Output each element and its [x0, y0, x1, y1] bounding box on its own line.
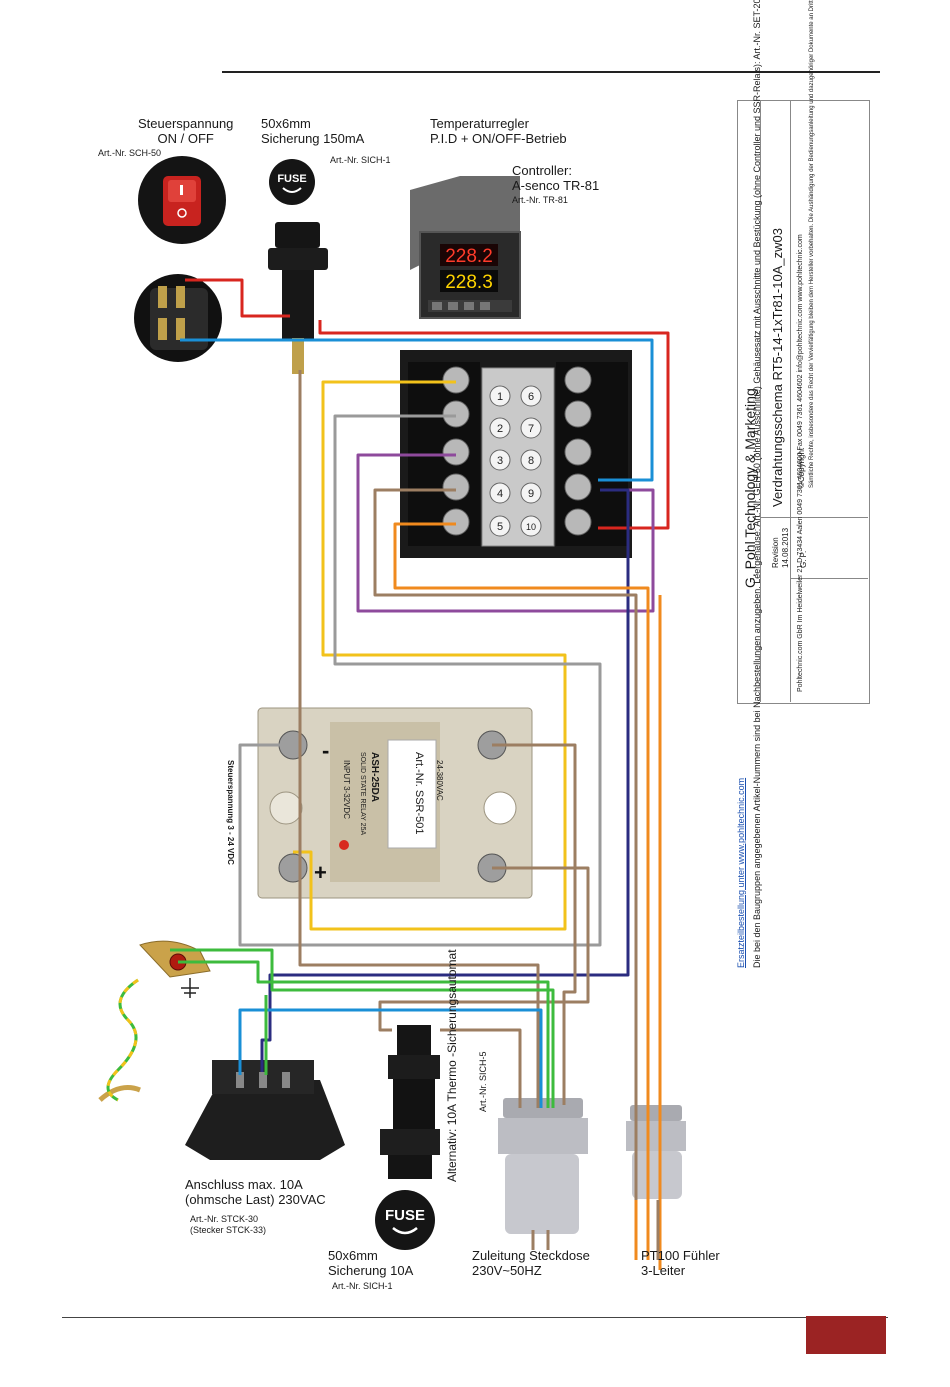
- terminal-screws-right: [564, 366, 592, 536]
- title-copyright-text: Sämtliche Rechte, insbesondere das Recht…: [808, 0, 816, 488]
- svg-text:8: 8: [528, 455, 534, 467]
- title-block-divider-1: [760, 100, 761, 702]
- wire-blue-switch: [180, 338, 654, 482]
- wire-brown-main: [298, 370, 540, 1108]
- fuse-top-art-number: Art.-Nr. SICH-1: [330, 155, 391, 165]
- title-schema: Verdrahtungsschema RT5-14-1xTr81-10A_zw0…: [770, 228, 785, 507]
- ssr-relay: - +: [257, 707, 533, 899]
- terminal-numbers-left: 1 2 3 4 5: [489, 385, 511, 537]
- fuse-holder-bottom: [380, 1025, 440, 1179]
- controller-art-number: Art.-Nr. TR-81: [512, 195, 568, 205]
- alt-thermo-text: Alternativ: 10A Thermo -Sicherungsautoma…: [445, 949, 459, 1182]
- svg-text:10: 10: [526, 522, 536, 532]
- fuse-cap-bottom: FUSE: [375, 1190, 435, 1250]
- pt100-title: PT100 Fühler 3-Leiter: [641, 1248, 720, 1278]
- wire-brown-ssr-low: [378, 866, 590, 1032]
- title-revision-date: 14.08.2013: [781, 527, 790, 568]
- svg-text:+: +: [314, 860, 327, 885]
- title-block-divider-4: [790, 578, 868, 579]
- footer-page-tab: [806, 1316, 886, 1354]
- footer-rule: [62, 1317, 888, 1318]
- wire-red-main: [318, 320, 670, 530]
- svg-text:6: 6: [528, 391, 534, 403]
- wire-red-switch: [185, 278, 290, 318]
- title-address: Pohltechnic.com GbR Im Heidelweiler 21 D…: [797, 234, 804, 692]
- wire-yellow-green-stripe: [106, 978, 139, 1102]
- earth-bracket: [98, 940, 211, 1102]
- fuse-top-title: 50x6mm Sicherung 150mA: [261, 116, 365, 146]
- wire-supply-out: [531, 1230, 550, 1250]
- title-block: [737, 100, 870, 704]
- wire-purple-controller: [356, 453, 655, 613]
- svg-text:3: 3: [497, 455, 503, 467]
- ssr-input: INPUT 3-32VDC: [342, 760, 351, 819]
- controller-device: 228.2 228.3: [410, 176, 521, 319]
- fuse-bottom-title: 50x6mm Sicherung 10A: [328, 1248, 414, 1278]
- alt-thermo-art-number: Art.-Nr. SICH-5: [478, 1051, 488, 1112]
- wire-blue-socket: [238, 1008, 543, 1108]
- ssr-description: SOLID STATE RELAY 25A: [359, 752, 366, 836]
- socket-art-number: Art.-Nr. STCK-30 (Stecker STCK-33): [190, 1214, 267, 1235]
- terminal-numbers-right: 6 7 8 9 10: [520, 385, 542, 537]
- spare-parts-text: Die bei den Baugruppen angegebenen Artik…: [752, 0, 762, 968]
- rocker-switch-back: [134, 274, 222, 362]
- socket-title: Anschluss max. 10A (ohmsche Last) 230VAC: [185, 1177, 326, 1207]
- wire-brown-socket: [440, 1028, 522, 1108]
- wire-navy-controller: [260, 488, 630, 1072]
- wire-green-earth-2: [170, 948, 555, 1108]
- wire-brown-ssr: [492, 743, 577, 1105]
- svg-text:-: -: [322, 738, 329, 763]
- switch-art-number: Art.-Nr. SCH-50: [98, 148, 162, 158]
- supply-title: Zuleitung Steckdose 230V~50HZ: [472, 1248, 590, 1278]
- switch-title: Steuerspannung ON / OFF: [138, 116, 234, 146]
- fuse-bottom-art-number: Art.-Nr. SICH-1: [332, 1281, 393, 1291]
- ssr-side-label: Steuerspannung 3 - 24 VDC: [226, 760, 235, 865]
- svg-text:9: 9: [528, 488, 534, 500]
- wire-brown-orange-1: [373, 488, 638, 1250]
- svg-text:7: 7: [528, 423, 534, 435]
- svg-text:FUSE: FUSE: [277, 173, 306, 185]
- iec-socket: [185, 1060, 345, 1160]
- terminal-screws-left: [442, 366, 470, 536]
- cable-gland-supply: [498, 1098, 588, 1234]
- svg-text:FUSE: FUSE: [385, 1207, 425, 1224]
- svg-text:4: 4: [497, 488, 503, 500]
- svg-text:5: 5: [497, 521, 503, 533]
- fuse-cap-top: FUSE: [269, 159, 315, 205]
- spare-parts-link[interactable]: Ersatzteilbestellung unter www.pohltechn…: [736, 777, 746, 968]
- ssr-art-number: Art.-Nr. SSR-501: [413, 752, 425, 835]
- title-block-divider-2: [790, 100, 791, 702]
- header-rule: [222, 71, 880, 73]
- svg-text:1: 1: [497, 391, 503, 403]
- rocker-switch-front: [138, 156, 226, 244]
- svg-text:228.2: 228.2: [445, 246, 493, 267]
- controller-name: Controller: A-senco TR-81: [512, 163, 600, 193]
- earth-symbol: [181, 978, 199, 998]
- svg-text:2: 2: [497, 423, 503, 435]
- wire-green-earth: [178, 960, 550, 1108]
- title-block-divider-3: [760, 517, 868, 518]
- svg-text:228.3: 228.3: [445, 272, 493, 293]
- wire-gray-controller: [238, 414, 602, 947]
- wire-yellow-controller: [293, 380, 567, 931]
- controller-title: Temperaturregler P.I.D + ON/OFF-Betrieb: [430, 116, 567, 146]
- wire-orange-1: [393, 522, 650, 1260]
- ssr-load: 24-380VAC: [435, 760, 444, 801]
- ssr-model: ASH-25DA: [369, 752, 380, 803]
- fuse-holder-top: [268, 222, 328, 374]
